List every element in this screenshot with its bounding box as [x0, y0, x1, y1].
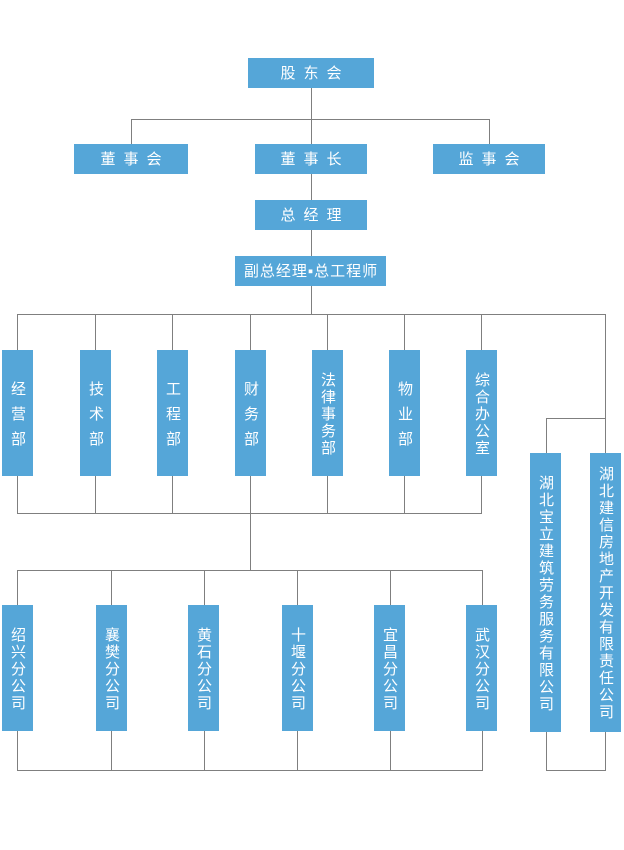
connector — [404, 314, 405, 350]
node-label: 湖北宝立建筑劳务服务有限公司 — [537, 474, 554, 713]
node-label: 物业部 — [396, 380, 413, 456]
connector — [172, 476, 173, 513]
connector — [172, 314, 173, 350]
node-deputy-gm-chief-engineer: 副总经理▪总工程师 — [235, 256, 386, 286]
node-subsidiary-jianxin-realestate: 湖北建信房地产开发有限责任公司 — [590, 453, 621, 732]
connector — [605, 732, 606, 770]
node-label: 股东会 — [280, 64, 350, 82]
connector — [390, 570, 391, 605]
connector — [297, 731, 298, 770]
connector — [482, 731, 483, 770]
connector — [481, 314, 482, 350]
node-department-property: 物业部 — [389, 350, 420, 476]
connector — [17, 570, 18, 605]
connector — [250, 314, 251, 350]
node-department-general-office: 综合办公室 — [466, 350, 497, 476]
node-shareholders-meeting: 股东会 — [248, 58, 374, 88]
connector — [546, 418, 547, 453]
node-department-technology: 技术部 — [80, 350, 111, 476]
node-label: 襄樊分公司 — [103, 626, 120, 712]
connector — [111, 731, 112, 770]
connector — [546, 732, 547, 770]
node-label: 法律事务部 — [319, 371, 336, 457]
connector — [250, 513, 251, 570]
connector — [481, 476, 482, 513]
node-label: 技术部 — [87, 380, 104, 456]
node-label: 总经理 — [280, 206, 350, 224]
node-label: 董事长 — [280, 150, 350, 168]
node-label: 十堰分公司 — [289, 626, 306, 712]
connector — [327, 314, 328, 350]
node-branch-xiangfan: 襄樊分公司 — [96, 605, 127, 731]
node-supervisory-board: 监事会 — [433, 144, 545, 174]
node-label: 宜昌分公司 — [381, 626, 398, 712]
node-department-operations: 经营部 — [2, 350, 33, 476]
connector — [17, 314, 606, 315]
connector — [404, 476, 405, 513]
connector — [327, 476, 328, 513]
node-label: 财务部 — [242, 380, 259, 456]
connector — [311, 174, 312, 200]
node-label: 黄石分公司 — [195, 626, 212, 712]
connector — [17, 731, 18, 770]
node-label: 经营部 — [9, 380, 26, 456]
connector — [390, 731, 391, 770]
connector — [17, 770, 483, 771]
connector — [111, 570, 112, 605]
connector — [546, 418, 606, 419]
node-branch-shiyan: 十堰分公司 — [282, 605, 313, 731]
connector — [311, 286, 312, 314]
node-subsidiary-baoli-construction: 湖北宝立建筑劳务服务有限公司 — [530, 453, 561, 732]
connector — [297, 570, 298, 605]
node-label: 绍兴分公司 — [9, 626, 26, 712]
connector — [311, 119, 312, 145]
connector — [204, 731, 205, 770]
connector — [311, 230, 312, 256]
node-label: 副总经理▪总工程师 — [243, 262, 379, 280]
connector — [131, 119, 490, 120]
node-department-legal-affairs: 法律事务部 — [312, 350, 343, 476]
connector — [95, 314, 96, 350]
node-board-of-directors: 董事会 — [74, 144, 188, 174]
node-label: 董事会 — [100, 150, 170, 168]
node-branch-yichang: 宜昌分公司 — [374, 605, 405, 731]
connector — [250, 476, 251, 513]
connector — [95, 476, 96, 513]
node-label: 综合办公室 — [473, 371, 490, 457]
node-branch-huangshi: 黄石分公司 — [188, 605, 219, 731]
node-branch-wuhan: 武汉分公司 — [466, 605, 497, 731]
connector — [17, 570, 483, 571]
node-label: 监事会 — [458, 150, 528, 168]
node-branch-shaoxing: 绍兴分公司 — [2, 605, 33, 731]
connector — [605, 418, 606, 453]
connector — [311, 88, 312, 119]
node-general-manager: 总经理 — [255, 200, 367, 230]
node-label: 湖北建信房地产开发有限责任公司 — [597, 466, 614, 721]
connector — [482, 570, 483, 605]
node-department-engineering: 工程部 — [157, 350, 188, 476]
connector — [17, 513, 482, 514]
connector — [546, 770, 606, 771]
connector — [605, 314, 606, 418]
connector — [17, 476, 18, 513]
node-label: 武汉分公司 — [473, 626, 490, 712]
node-department-finance: 财务部 — [235, 350, 266, 476]
node-label: 工程部 — [164, 380, 181, 456]
node-chairman: 董事长 — [255, 144, 367, 174]
connector — [204, 570, 205, 605]
connector — [489, 119, 490, 145]
connector — [131, 119, 132, 145]
connector — [17, 314, 18, 350]
